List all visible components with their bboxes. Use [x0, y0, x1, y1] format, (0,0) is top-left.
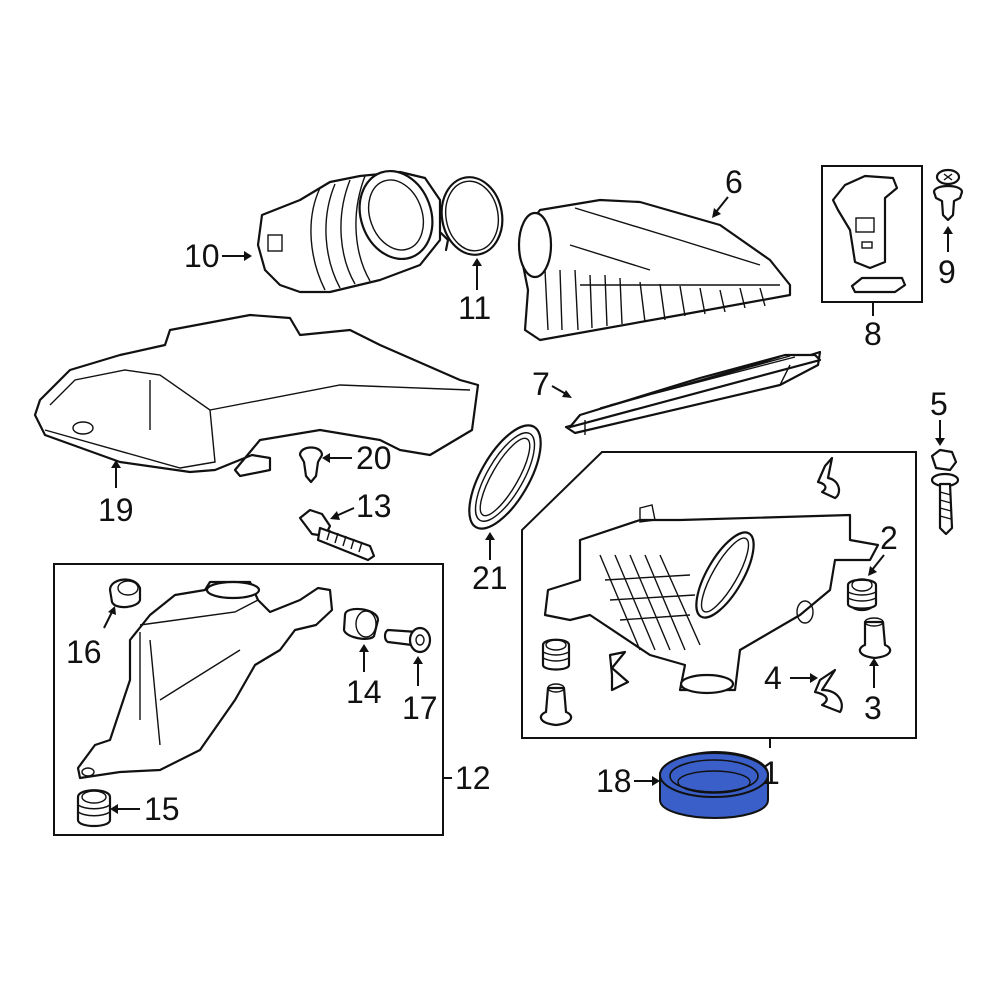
part-12-resonator[interactable]	[76, 580, 334, 780]
part-13-bolt[interactable]	[298, 508, 376, 562]
callout-4[interactable]: 4	[764, 660, 782, 696]
callout-5[interactable]: 5	[930, 386, 948, 422]
leader-lines	[103, 196, 953, 814]
part-21-seal[interactable]	[455, 415, 555, 539]
callout-1[interactable]: 1	[762, 755, 780, 791]
callout-16[interactable]: 16	[66, 634, 102, 670]
part-10-intake-tube[interactable]	[256, 161, 444, 294]
callout-11[interactable]: 11	[458, 290, 492, 326]
callout-14[interactable]: 14	[346, 674, 382, 710]
part-4-clip[interactable]	[813, 668, 843, 714]
callout-20[interactable]: 20	[356, 440, 392, 476]
part-15-grommet[interactable]	[76, 789, 112, 828]
callout-15[interactable]: 15	[144, 791, 180, 827]
part-11-hose-clamp[interactable]	[436, 172, 509, 259]
part-17-collar[interactable]	[383, 626, 432, 654]
callout-17[interactable]: 17	[402, 690, 438, 726]
part-19-intake-duct[interactable]	[33, 313, 480, 478]
part-12-group-box	[53, 563, 444, 836]
part-2-grommet-left[interactable]	[541, 638, 571, 671]
part-3-collar[interactable]	[858, 617, 892, 660]
callout-18[interactable]: 18	[596, 763, 632, 799]
callout-3[interactable]: 3	[864, 690, 882, 726]
callout-7[interactable]: 7	[532, 366, 550, 402]
callout-2[interactable]: 2	[880, 520, 898, 556]
part-5-bolt[interactable]	[930, 448, 960, 536]
part-9-push-clip[interactable]	[932, 168, 964, 222]
part-14-grommet[interactable]	[342, 607, 380, 640]
part-7-air-filter[interactable]	[564, 350, 822, 435]
part-4-clip-left[interactable]	[608, 650, 630, 692]
part-6-upper-cover[interactable]	[517, 198, 792, 342]
callout-6[interactable]: 6	[725, 164, 743, 200]
part-20-push-clip[interactable]	[298, 446, 324, 484]
callout-9[interactable]: 9	[938, 254, 956, 290]
callout-13[interactable]: 13	[356, 488, 392, 524]
part-8-maf-sensor[interactable]	[831, 174, 907, 294]
callout-12[interactable]: 12	[455, 760, 491, 796]
callout-8[interactable]: 8	[864, 316, 882, 352]
part-2-grommet[interactable]	[846, 578, 878, 612]
part-18-seal-highlighted[interactable]	[659, 750, 769, 820]
part-1-group-box	[521, 451, 917, 739]
part-1-lower-housing[interactable]	[543, 504, 880, 695]
part-16-plug[interactable]	[108, 578, 142, 609]
callout-19[interactable]: 19	[98, 492, 134, 528]
part-3-collar-left[interactable]	[539, 683, 573, 727]
part-4-clip-top[interactable]	[816, 456, 841, 500]
callout-21[interactable]: 21	[472, 560, 508, 596]
callout-10[interactable]: 10	[184, 238, 220, 274]
